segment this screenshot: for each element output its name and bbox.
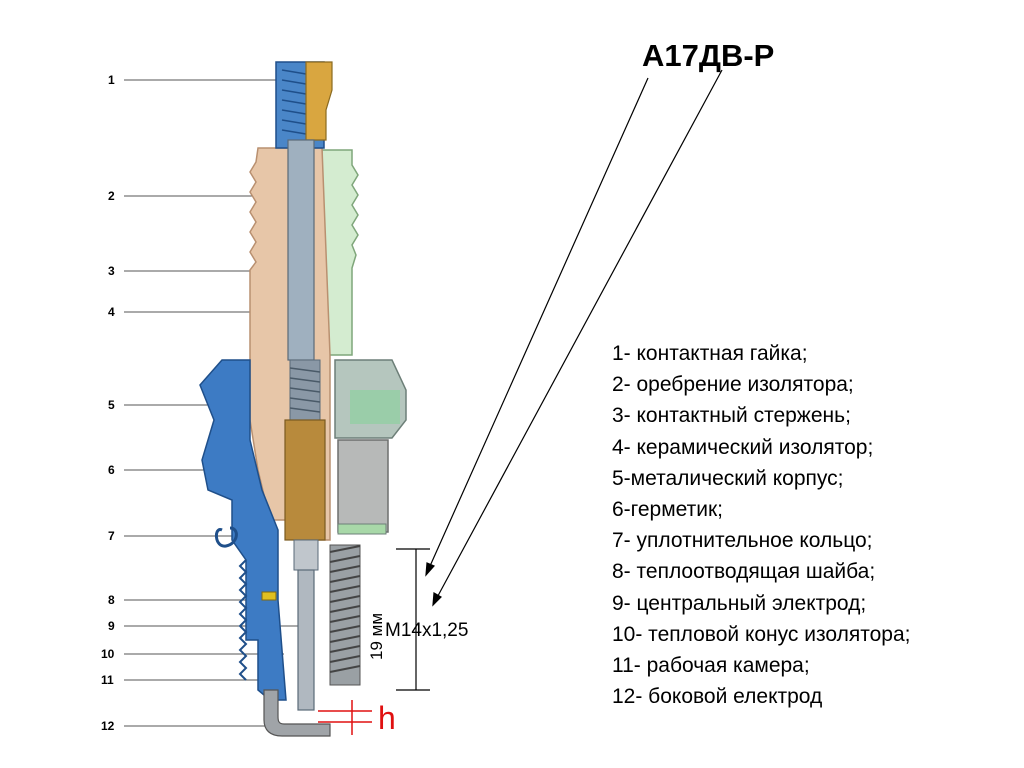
- thread-label: M14x1,25: [385, 620, 469, 641]
- sealant: [284, 419, 326, 541]
- threads-3d: [329, 544, 361, 686]
- part-number-11: 11: [101, 673, 114, 687]
- length-dimension: [396, 548, 430, 691]
- central-electrode: [293, 539, 319, 711]
- legend-item: 12- боковой електрод: [612, 685, 823, 709]
- side-electrode: [263, 689, 331, 737]
- legend-item: 1- контактная гайка;: [612, 342, 808, 365]
- legend-item: 9- центральный электрод;: [612, 591, 867, 615]
- part-number-10: 10: [101, 647, 115, 661]
- length-label: 19 мм: [367, 612, 386, 660]
- part-number-1: 1: [108, 73, 115, 87]
- part-number-6: 6: [108, 463, 115, 477]
- gap-dimension: [318, 700, 372, 735]
- legend-item: 8- теплоотводящая шайба;: [612, 560, 876, 584]
- body-hex-3d: [334, 359, 407, 535]
- insulator-outer-green: [321, 149, 359, 356]
- legend-item: 10- тепловой конус изолятора;: [612, 622, 911, 646]
- part-number-7: 7: [108, 529, 115, 543]
- legend-item: 11- рабочая камера;: [612, 654, 810, 678]
- legend-item: 4- керамический изолятор;: [612, 435, 874, 459]
- title-arrows: [425, 69, 723, 607]
- parts-legend: 1- контактная гайка; 2- оребрение изолят…: [612, 338, 910, 712]
- part-number-8: 8: [108, 593, 115, 607]
- sealing-ring: [215, 526, 238, 548]
- metal-body: [199, 359, 287, 701]
- legend-item: 6-герметик;: [612, 498, 724, 522]
- part-number-2: 2: [108, 189, 115, 203]
- legend-item: 7- уплотнительное кольцо;: [612, 529, 873, 553]
- legend-item: 5-металический корпус;: [612, 466, 844, 490]
- part-number-12: 12: [101, 719, 115, 733]
- contact-rod: [287, 139, 321, 421]
- part-number-9: 9: [108, 619, 115, 633]
- legend-item: 2- оребрение изолятора;: [612, 373, 854, 397]
- gap-label: h: [378, 700, 396, 736]
- part-number-3: 3: [108, 264, 115, 278]
- diagram-title: А17ДВ-Р: [642, 38, 775, 73]
- legend-item: 3- контактный стержень;: [612, 404, 851, 428]
- part-number-5: 5: [108, 398, 115, 412]
- heat-washer: [261, 591, 277, 601]
- contact-nut: [275, 61, 333, 149]
- part-number-4: 4: [108, 305, 115, 319]
